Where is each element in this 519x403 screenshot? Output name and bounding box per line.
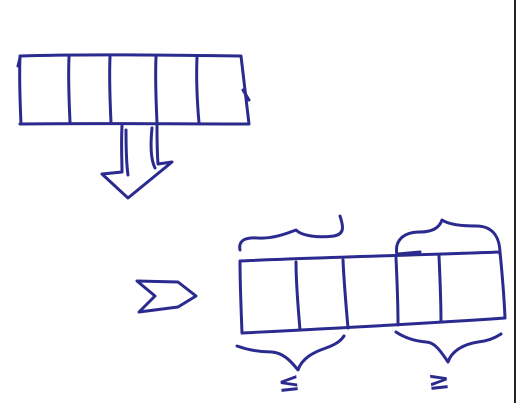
down-arrow-inner-stroke-right [149, 126, 157, 170]
bottom-array [238, 250, 507, 335]
top-array-divider-4 [195, 55, 201, 125]
right-partition-label: ≥ [426, 364, 452, 398]
top-array [16, 53, 251, 126]
bottom-array-divider-3 [394, 256, 400, 327]
top-left-brace [238, 214, 344, 252]
down-arrow-inner-stroke-left [124, 128, 130, 177]
right-arrow [135, 279, 198, 314]
top-array-divider-3 [154, 55, 159, 125]
top-right-brace [394, 218, 502, 257]
bottom-right-brace [394, 330, 503, 364]
bottom-array-divider-1 [294, 260, 302, 332]
down-arrow-outline [100, 124, 174, 200]
top-array-left-tick [16, 56, 22, 68]
top-array-end-tick [241, 88, 251, 102]
left-partition-label: ≤ [276, 366, 302, 400]
bottom-array-outline [238, 250, 507, 335]
bottom-array-divider-4 [437, 254, 443, 324]
page-edge [514, 0, 516, 403]
down-arrow [100, 124, 174, 200]
top-array-divider-1 [67, 55, 72, 124]
bottom-array-divider-2 [341, 258, 350, 330]
bottom-array-cross-tick [396, 250, 422, 256]
bottom-left-brace [235, 334, 346, 372]
top-array-outline [18, 53, 251, 126]
top-array-divider-2 [108, 55, 113, 125]
right-arrow-outline [135, 279, 198, 314]
